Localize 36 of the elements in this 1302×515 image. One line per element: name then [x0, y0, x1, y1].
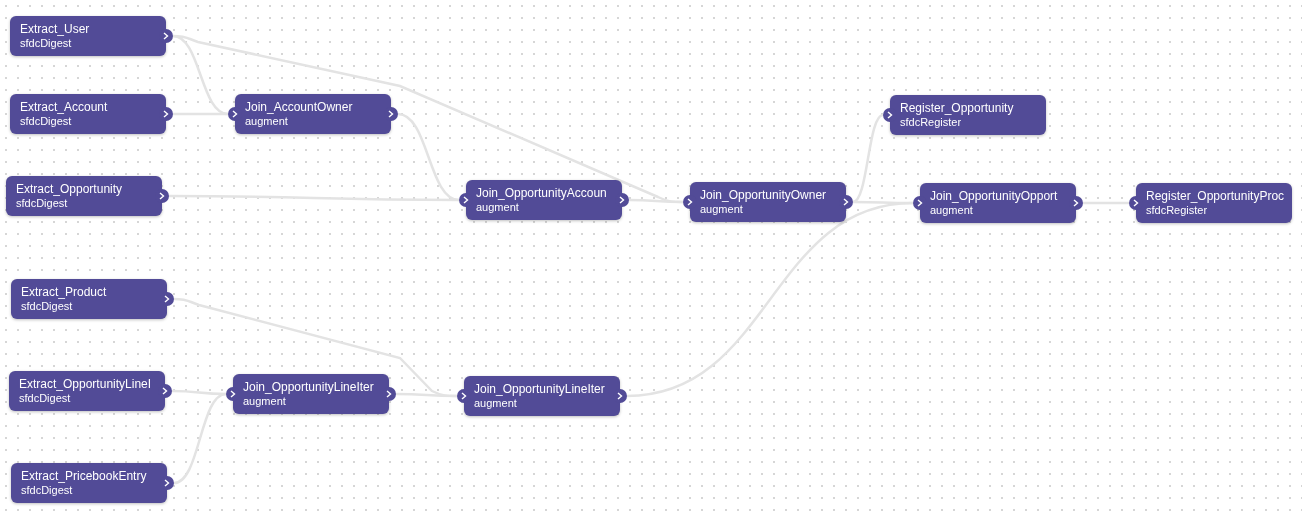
- node-type: sfdcRegister: [900, 116, 963, 129]
- connector-line: [172, 34, 229, 116]
- node-type: augment: [243, 395, 287, 408]
- node-name: Join_OpportunityOwner: [700, 187, 828, 203]
- connector-line: [397, 112, 460, 202]
- node-type: augment: [930, 204, 974, 217]
- node-name: Extract_OpportunityLineI: [19, 376, 153, 392]
- node-type: sfdcRegister: [1146, 204, 1209, 217]
- connector-line: [852, 113, 884, 204]
- node-name: Extract_Product: [21, 284, 108, 300]
- node-name: Join_OpportunityLineIter: [474, 381, 606, 397]
- connector-line: [629, 198, 683, 204]
- node-name: Extract_Account: [20, 99, 109, 115]
- node-name: Extract_PricebookEntry: [21, 468, 148, 484]
- connector-line: [173, 392, 227, 485]
- node-name: Register_OpportunityProc: [1146, 188, 1282, 204]
- node-name: Join_AccountOwner: [245, 99, 354, 115]
- node-name: Join_OpportunityLineIter: [243, 379, 375, 395]
- node-name: Join_OpportunityOpport: [930, 188, 1059, 204]
- connector-line: [396, 392, 457, 398]
- node-type: sfdcDigest: [21, 300, 74, 313]
- node-type: sfdcDigest: [16, 197, 69, 210]
- node-type: augment: [245, 115, 289, 128]
- connector-line: [626, 201, 914, 398]
- node-name: Extract_Opportunity: [16, 181, 124, 197]
- node-type: augment: [474, 397, 518, 410]
- node-type: sfdcDigest: [21, 484, 74, 497]
- node-name: Join_OpportunityAccoun: [476, 185, 608, 201]
- node-type: augment: [700, 203, 744, 216]
- connector-line: [169, 194, 459, 202]
- node-type: sfdcDigest: [20, 37, 73, 50]
- node-type: sfdcDigest: [19, 392, 72, 405]
- node-type: augment: [476, 201, 520, 214]
- node-name: Register_Opportunity: [900, 100, 1015, 116]
- node-name: Extract_User: [20, 21, 91, 37]
- node-type: sfdcDigest: [20, 115, 73, 128]
